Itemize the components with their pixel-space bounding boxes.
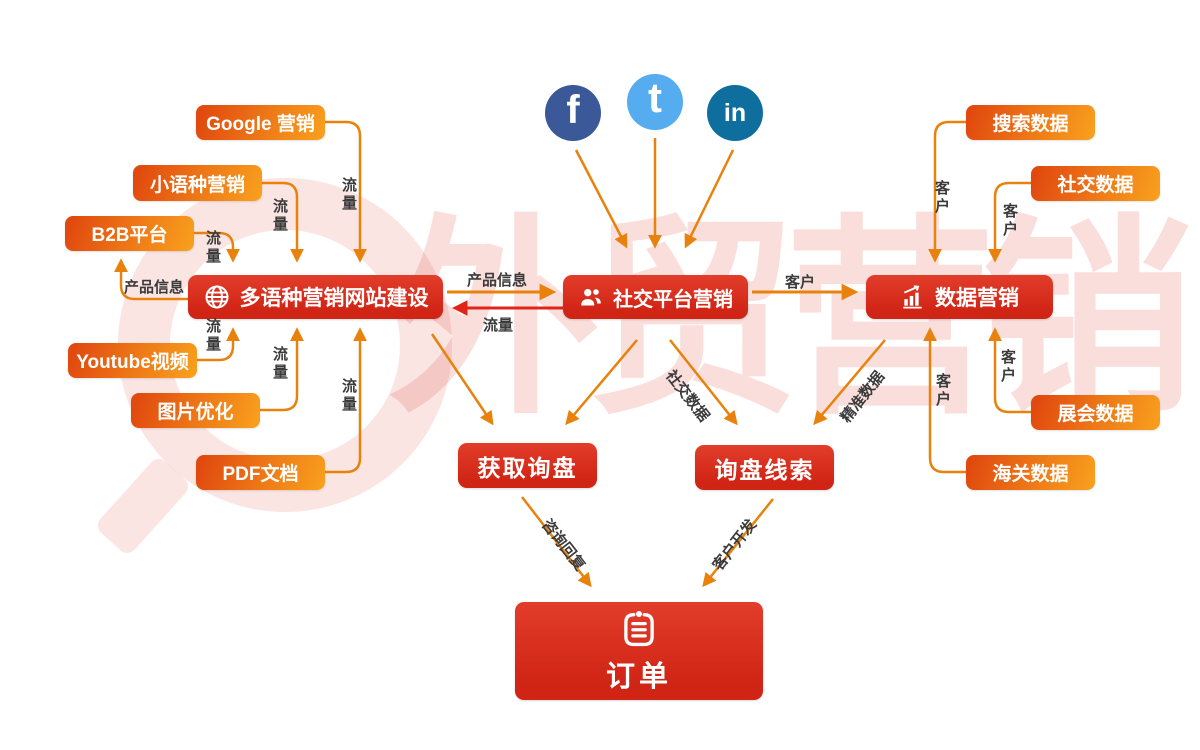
edge-label-traffic: 流量 xyxy=(271,198,288,234)
arrow-linkedin-to-social xyxy=(684,149,735,249)
node-label: B2B平台 xyxy=(91,225,168,246)
twitter-glyph: t xyxy=(648,74,662,121)
node-label: PDF文档 xyxy=(222,464,299,485)
arrow-data-to-leads xyxy=(813,339,886,426)
node-social-platform-marketing: 社交平台营销 xyxy=(563,275,748,319)
arrow-inquiry-to-order xyxy=(521,496,592,588)
node-order: 订单 xyxy=(515,602,763,700)
node-label: 小语种营销 xyxy=(149,174,245,196)
node-search-data: 搜索数据 xyxy=(966,105,1095,140)
arrow-minorlang-to-website xyxy=(262,181,304,263)
twitter-icon: t xyxy=(627,74,683,130)
edge-label-product-info: 产品信息 xyxy=(124,279,185,296)
node-inquiry-leads: 询盘线索 xyxy=(695,445,834,490)
node-label: Google 营销 xyxy=(206,114,315,135)
edge-label-traffic: 流量 xyxy=(483,317,514,334)
edge-label-customer: 客户 xyxy=(999,349,1016,385)
node-label: 搜索数据 xyxy=(992,114,1069,135)
node-youtube-video: Youtube视频 xyxy=(68,343,197,378)
edge-label-traffic: 流量 xyxy=(271,346,288,382)
arrow-social-to-inquiry xyxy=(565,339,638,426)
node-get-inquiry: 获取询盘 xyxy=(458,443,597,488)
arrow-searchdata-to-data xyxy=(928,120,966,263)
node-label: 询盘线索 xyxy=(714,456,815,483)
arrow-website-to-inquiry xyxy=(430,333,494,426)
arrow-pdf-to-website xyxy=(325,327,367,474)
globe-icon xyxy=(203,283,231,311)
node-multilingual-website: 多语种营销网站建设 xyxy=(188,275,443,319)
arrow-b2b-to-website xyxy=(194,231,240,263)
edge-label-customer: 客户 xyxy=(1001,203,1018,239)
node-label: 海关数据 xyxy=(992,464,1069,485)
arrow-leads-to-order xyxy=(702,498,774,588)
arrow-expodata-to-data xyxy=(988,327,1031,414)
node-image-optimization: 图片优化 xyxy=(131,393,260,428)
arrow-social-to-leads xyxy=(669,339,738,426)
node-label: 订单 xyxy=(605,661,672,693)
edge-label-product-info: 产品信息 xyxy=(467,272,528,289)
node-label: Youtube视频 xyxy=(76,352,189,373)
edge-label-customer: 客户 xyxy=(785,274,816,291)
arrow-customsdata-to-data xyxy=(923,327,966,474)
node-pdf-document: PDF文档 xyxy=(196,455,325,490)
node-label: 获取询盘 xyxy=(477,454,578,481)
edge-label-traffic: 流量 xyxy=(340,378,357,414)
facebook-glyph: f xyxy=(566,87,580,132)
arrow-google-to-website xyxy=(325,120,367,263)
edge-label-traffic: 流量 xyxy=(340,177,357,213)
edge-label-traffic: 流量 xyxy=(204,318,221,354)
linkedin-icon: in xyxy=(707,85,763,141)
arrow-imageopt-to-website xyxy=(260,327,304,412)
node-label: 社交平台营销 xyxy=(613,288,733,311)
node-expo-data: 展会数据 xyxy=(1031,395,1160,430)
node-label: 图片优化 xyxy=(157,402,234,423)
arrow-youtube-to-website xyxy=(197,327,240,362)
node-label: 展会数据 xyxy=(1057,404,1134,425)
node-data-marketing: 数据营销 xyxy=(866,275,1053,319)
node-label: 数据营销 xyxy=(935,287,1019,310)
facebook-icon: f xyxy=(545,85,601,141)
edge-label-customer: 客户 xyxy=(934,373,951,409)
node-minor-language-marketing: 小语种营销 xyxy=(133,165,262,201)
edge-label-customer: 客户 xyxy=(933,180,950,216)
chart-icon xyxy=(900,284,926,310)
node-customs-data: 海关数据 xyxy=(966,455,1095,490)
arrow-socialdata-to-data xyxy=(988,181,1031,263)
users-icon xyxy=(578,284,604,310)
node-b2b-platform: B2B平台 xyxy=(65,216,194,251)
node-label: 多语种营销网站建设 xyxy=(239,287,429,310)
arrow-facebook-to-social xyxy=(574,149,628,249)
linkedin-glyph: in xyxy=(723,98,747,127)
node-label: 社交数据 xyxy=(1057,175,1134,196)
node-google-marketing: Google 营销 xyxy=(196,105,325,140)
order-clipboard-icon xyxy=(618,607,660,649)
arrow-website-to-b2b xyxy=(114,258,190,301)
edge-label-traffic: 流量 xyxy=(204,230,221,266)
node-social-data: 社交数据 xyxy=(1031,166,1160,201)
